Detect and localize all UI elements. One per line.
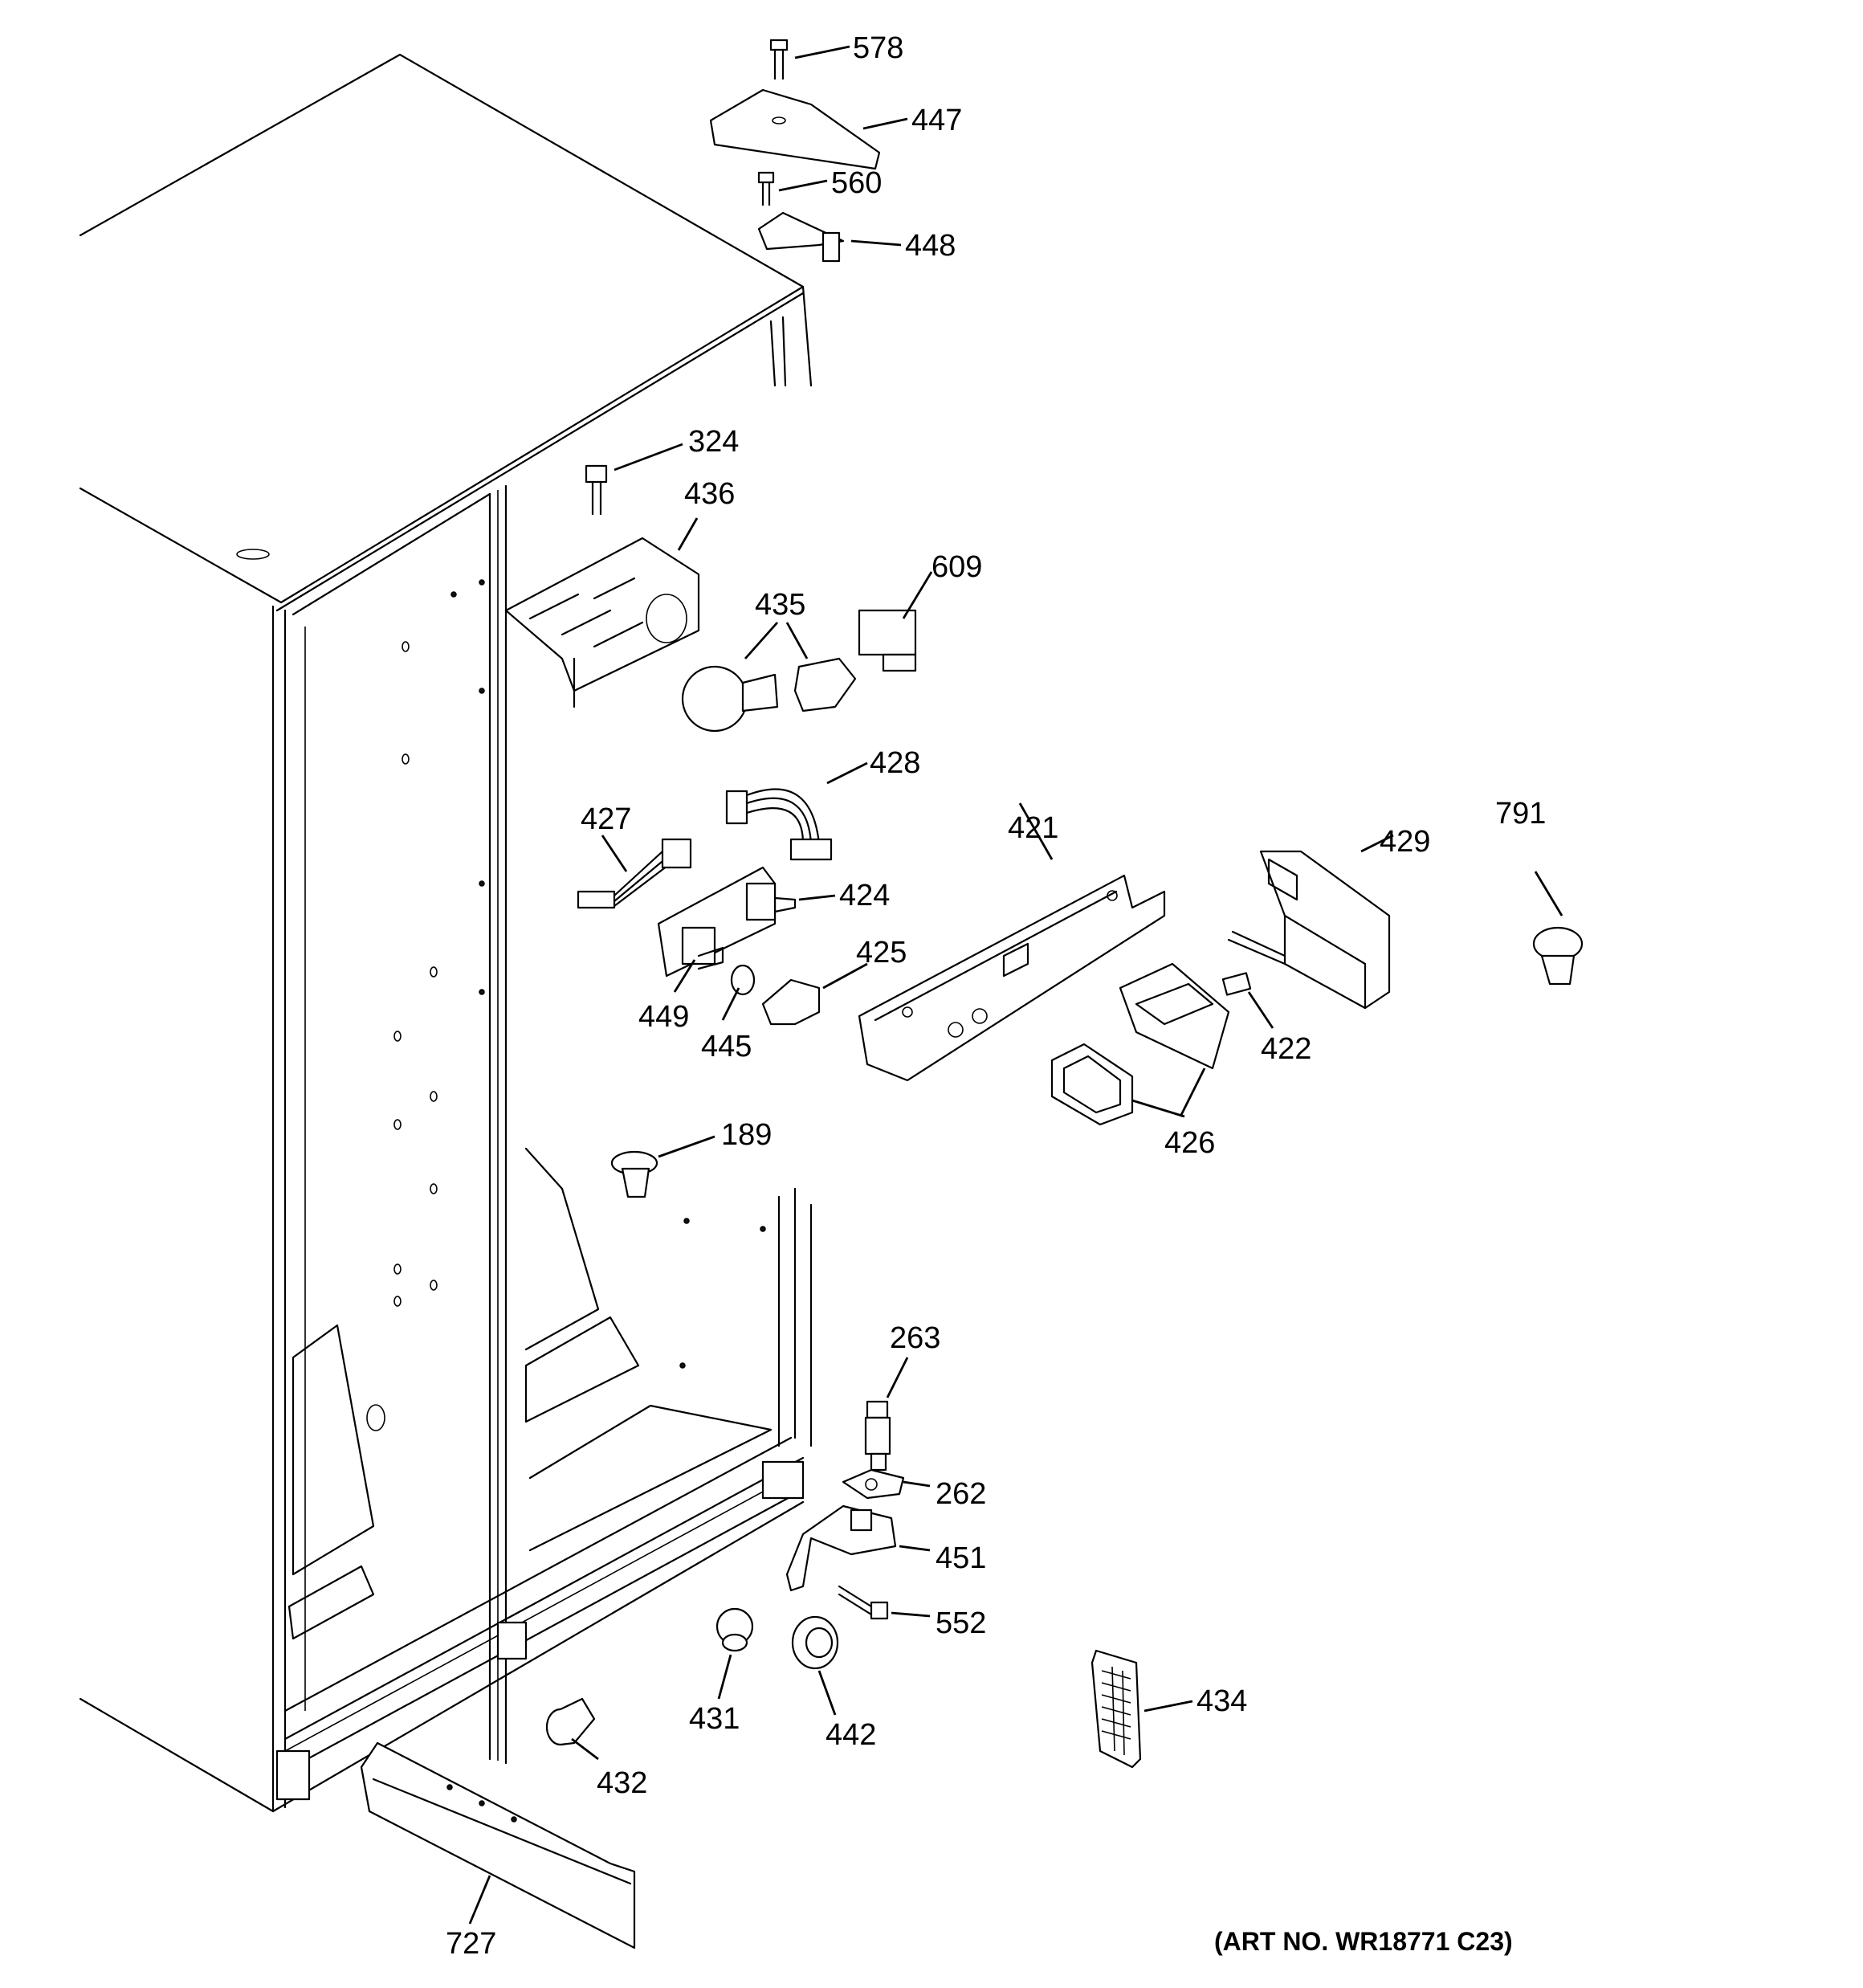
callout-451: 451 <box>936 1541 986 1575</box>
part-422-clip <box>1221 972 1252 996</box>
part-189-plug <box>610 1150 658 1198</box>
callout-428: 428 <box>870 746 920 780</box>
part-447-hinge-cover <box>709 88 881 170</box>
part-435-bulb <box>681 665 779 733</box>
part-427-harness <box>577 838 692 909</box>
part-424-control-board <box>657 866 797 978</box>
part-425-knob <box>761 978 821 1026</box>
part-442-washer <box>791 1615 839 1670</box>
part-552-screw <box>838 1585 889 1620</box>
part-436-light-shield <box>504 537 700 708</box>
callout-436: 436 <box>684 477 735 511</box>
callout-263: 263 <box>890 1321 940 1355</box>
part-791-cap <box>1532 926 1584 986</box>
callout-189: 189 <box>721 1118 772 1152</box>
callout-609: 609 <box>932 550 982 584</box>
refrigerator-cabinet <box>79 53 813 1813</box>
callout-578: 578 <box>853 31 903 65</box>
part-432-spacer <box>545 1697 596 1746</box>
callout-434: 434 <box>1196 1684 1247 1718</box>
callout-424: 424 <box>839 879 890 912</box>
callout-445: 445 <box>701 1030 752 1063</box>
part-560-screw <box>757 171 775 206</box>
part-578-screw <box>769 39 789 80</box>
part-609-switch <box>858 609 917 672</box>
callout-425: 425 <box>856 936 907 970</box>
callout-560: 560 <box>831 166 882 200</box>
part-426-dispenser-light <box>1050 962 1230 1126</box>
mount-holes <box>366 579 766 1431</box>
callout-421: 421 <box>1008 811 1058 845</box>
part-449-shaft <box>697 946 724 970</box>
callout-427: 427 <box>581 802 631 836</box>
callout-432: 432 <box>597 1766 647 1800</box>
part-448-top-hinge <box>757 211 845 263</box>
callout-447: 447 <box>911 104 962 137</box>
leader-lines <box>468 45 1563 1925</box>
part-262-hinge-bushing <box>842 1468 905 1500</box>
part-431-plug <box>715 1607 754 1652</box>
callout-426: 426 <box>1164 1126 1215 1160</box>
part-421-control-housing <box>858 874 1166 1082</box>
callout-552: 552 <box>936 1606 986 1640</box>
callout-449: 449 <box>638 1000 689 1034</box>
callout-727: 727 <box>446 1927 496 1961</box>
callout-labels: 578 447 560 448 324 436 609 435 428 427 … <box>446 31 1546 1961</box>
part-324-screw <box>585 464 608 516</box>
part-451-bottom-hinge <box>785 1504 897 1592</box>
part-445-knob-insert <box>730 964 756 996</box>
callout-422: 422 <box>1261 1032 1311 1066</box>
callout-791: 791 <box>1495 797 1546 831</box>
art-number: (ART NO. WR18771 C23) <box>1214 1927 1513 1956</box>
callout-442: 442 <box>826 1718 876 1752</box>
callout-262: 262 <box>936 1477 986 1511</box>
callout-324: 324 <box>688 425 739 459</box>
callout-435: 435 <box>755 588 805 622</box>
part-263-door-stop <box>864 1400 891 1472</box>
part-727-kickplate <box>360 1741 636 1949</box>
part-434-grille <box>1090 1649 1142 1769</box>
part-428-harness <box>725 788 833 861</box>
callout-429: 429 <box>1380 825 1430 859</box>
part-429-air-damper <box>1227 850 1391 1010</box>
part-435-socket <box>793 657 857 712</box>
callout-448: 448 <box>905 229 956 263</box>
callout-431: 431 <box>689 1702 740 1736</box>
